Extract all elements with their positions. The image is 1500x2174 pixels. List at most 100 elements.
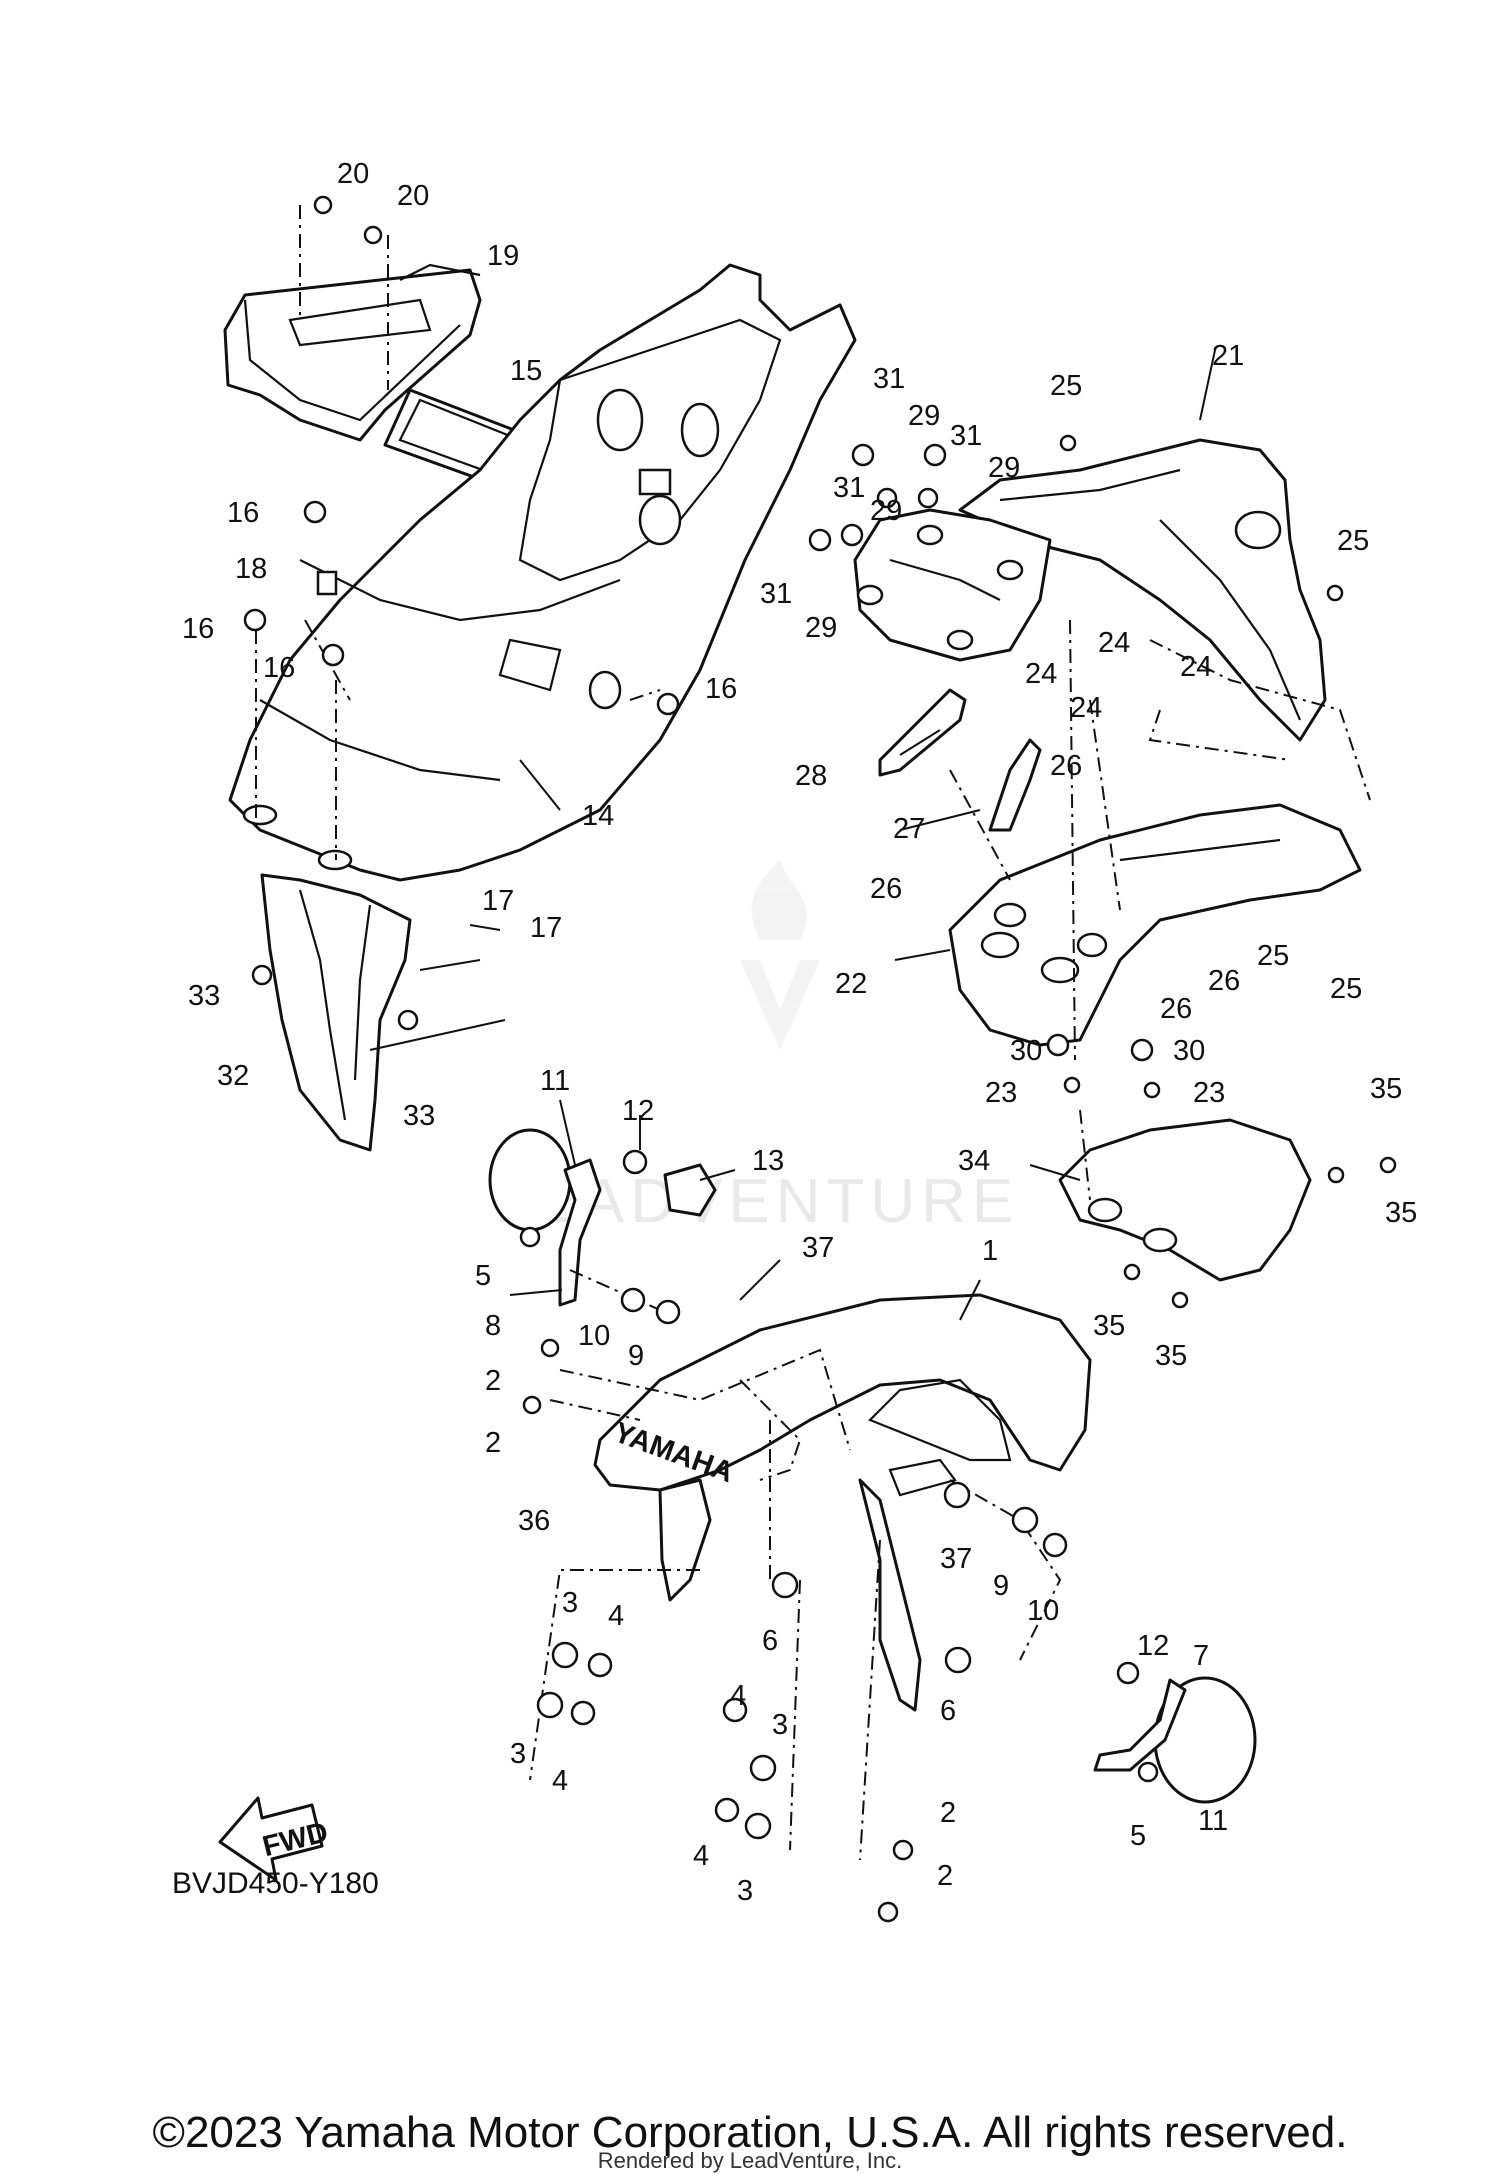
callout-29: 29 [870,495,902,527]
callout-4: 4 [608,1600,624,1632]
callout-17: 17 [482,885,514,917]
callout-11: 11 [540,1065,570,1097]
callout-3: 3 [737,1875,753,1907]
callout-26: 26 [1050,750,1082,782]
part-32-flap [260,873,412,1152]
watermark-logo [740,860,820,1050]
callout-31: 31 [873,363,905,395]
callout-11: 11 [1198,1805,1228,1837]
callout-26: 26 [1208,965,1240,997]
callout-labels: 1 2 2 2 2 3 3 3 3 4 4 4 4 5 5 6 6 7 8 9 … [182,158,1417,1907]
callout-20: 20 [397,180,429,212]
callout-15: 15 [510,355,542,387]
callout-25: 25 [1330,973,1362,1005]
part-1-front-fender: YAMAHA [593,1293,1092,1712]
callout-24: 24 [1025,658,1057,690]
callout-36: 36 [518,1505,550,1537]
callout-3: 3 [510,1738,526,1770]
rendered-by-notice: Rendered by LeadVenture, Inc. [597,2148,903,2173]
callout-26: 26 [1160,993,1192,1025]
callout-8: 8 [485,1310,501,1342]
part-27-stay [988,738,1042,832]
callout-35: 35 [1385,1197,1417,1229]
callout-30: 30 [1173,1035,1205,1067]
callout-5: 5 [475,1260,491,1292]
callout-26: 26 [870,873,902,905]
callout-35: 35 [1093,1310,1125,1342]
callout-12: 12 [1137,1630,1169,1662]
callout-29: 29 [908,400,940,432]
callout-35: 35 [1370,1073,1402,1105]
diagram-code: BVJD450-Y180 [172,1867,379,1900]
callout-6: 6 [940,1695,956,1727]
callout-30: 30 [1010,1035,1042,1067]
callout-3: 3 [562,1587,578,1619]
callout-18: 18 [235,553,267,585]
callout-16: 16 [182,613,214,645]
callout-16: 16 [263,652,295,684]
part-28-stay [878,688,967,777]
callout-25: 25 [1257,940,1289,972]
callout-19: 19 [487,240,519,272]
callout-25: 25 [1337,525,1369,557]
callout-16: 16 [227,497,259,529]
callout-24: 24 [1098,627,1130,659]
callout-6: 6 [762,1625,778,1657]
callout-5: 5 [1130,1820,1146,1852]
part-21-cowl [958,438,1327,742]
callout-4: 4 [693,1840,709,1872]
callout-31: 31 [833,472,865,504]
callout-29: 29 [988,452,1020,484]
callout-4: 4 [730,1680,746,1712]
callout-34: 34 [958,1145,990,1177]
callout-2: 2 [485,1365,501,1397]
callout-16: 16 [705,673,737,705]
callout-3: 3 [772,1709,788,1741]
callout-28: 28 [795,760,827,792]
callout-9: 9 [993,1570,1009,1602]
callout-2: 2 [940,1797,956,1829]
callout-2: 2 [937,1860,953,1892]
callout-9: 9 [628,1340,644,1372]
copyright-notice: ©2023 Yamaha Motor Corporation, U.S.A. A… [152,2108,1348,2157]
callout-37: 37 [940,1543,972,1575]
callout-23: 23 [1193,1077,1225,1109]
callout-31: 31 [760,578,792,610]
callout-31: 31 [950,420,982,452]
callout-17: 17 [530,912,562,944]
callout-33: 33 [403,1100,435,1132]
callout-29: 29 [805,612,837,644]
callout-33: 33 [188,980,220,1012]
callout-27: 27 [893,813,925,845]
callout-24: 24 [1180,651,1212,683]
callout-14: 14 [582,800,614,832]
fasteners [243,195,1397,1923]
callout-20: 20 [337,158,369,190]
part-13-clip [663,1163,717,1217]
callout-12: 12 [622,1095,654,1127]
part-7-bracket [1093,1678,1187,1772]
part-22-plate [948,803,1362,1047]
callout-13: 13 [752,1145,784,1177]
callout-7: 7 [1193,1640,1209,1672]
part-seat-bracket [853,508,1052,662]
callout-32: 32 [217,1060,249,1092]
callout-2: 2 [485,1427,501,1459]
leader-lines [369,349,1216,1321]
callout-4: 4 [552,1765,568,1797]
part-14-rear-fender [228,263,857,882]
part-19-tray [223,263,482,442]
callout-10: 10 [578,1320,610,1352]
callout-23: 23 [985,1077,1017,1109]
part-11-reflector-rear [488,1128,572,1232]
callout-35: 35 [1155,1340,1187,1372]
part-34-cover [1058,1118,1312,1282]
callout-37: 37 [802,1232,834,1264]
callout-1: 1 [982,1235,998,1267]
callout-21: 21 [1212,340,1244,372]
callout-10: 10 [1027,1595,1059,1627]
part-8-bracket [558,1158,602,1307]
callout-22: 22 [835,968,867,1000]
callout-25: 25 [1050,370,1082,402]
